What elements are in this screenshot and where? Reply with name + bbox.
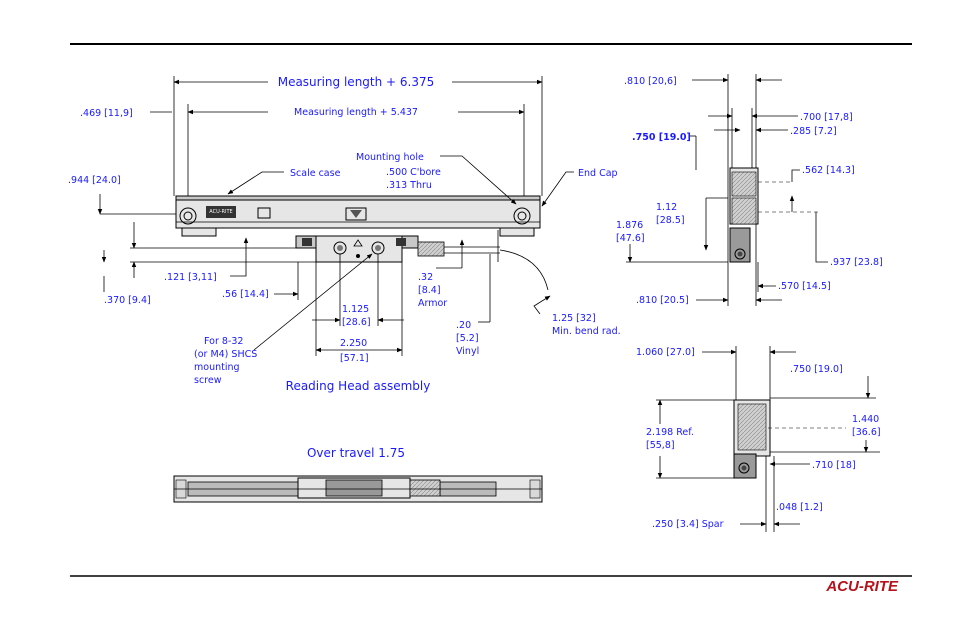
over-travel-view: Over travel 1.75 xyxy=(173,446,543,503)
r112-mm-label: [28.5] xyxy=(656,215,685,226)
armor-label: Armor xyxy=(418,298,447,309)
measuring-length-6375-label: Measuring length + 6.375 xyxy=(278,75,435,89)
dim-32-label: .32 xyxy=(418,272,433,283)
scale-tag-label: ACU-RITE xyxy=(209,209,232,215)
reading-head xyxy=(295,235,549,291)
r700-label: .700 [17,8] xyxy=(800,112,853,123)
min-bend-label: Min. bend rad. xyxy=(552,326,621,337)
dim-370-label: .370 [9.4] xyxy=(104,295,151,306)
dim-944-label: .944 [24.0] xyxy=(68,175,121,186)
r570-label: .570 [14.5] xyxy=(778,281,831,292)
cbore-label: .500 C'bore xyxy=(386,167,441,178)
bend-radius-label: 1.25 [32] xyxy=(552,313,596,324)
r048-label: .048 [1.2] xyxy=(776,502,823,513)
r2198-label: 2.198 Ref. xyxy=(646,427,694,438)
r1060-label: 1.060 [27.0] xyxy=(636,347,695,358)
mounting-hole-label: Mounting hole xyxy=(356,152,424,163)
r937-label: .937 [23.8] xyxy=(830,257,883,268)
measuring-length-5437-label: Measuring length + 5.437 xyxy=(294,107,418,118)
brand-logo: ACU-RITE xyxy=(825,578,899,595)
r250-label: .250 [3.4] Spar xyxy=(652,519,724,530)
end-view-top: .810 [20,6] .700 [17,8] .750 [19.0] .285… xyxy=(616,74,883,306)
screw-note-line3: mounting xyxy=(194,362,240,373)
dim-121-label: .121 [3,11] xyxy=(164,272,217,283)
screw-note-line1: For 8-32 xyxy=(204,336,243,347)
mount-hole-left xyxy=(179,207,197,225)
r112-label: 1.12 xyxy=(656,202,677,213)
thru-label: .313 Thru xyxy=(386,180,432,191)
r1876-mm-label: [47.6] xyxy=(616,233,645,244)
mount-hole-right xyxy=(513,207,531,225)
r562-label: .562 [14.3] xyxy=(802,165,855,176)
r710-label: .710 [18] xyxy=(812,460,856,471)
scale-assembly-view: Measuring length + 6.375 Measuring lengt… xyxy=(68,75,621,393)
dim-56-label: .56 [14.4] xyxy=(222,289,269,300)
end-cap-label: End Cap xyxy=(578,168,618,179)
r750b-label: .750 [19.0] xyxy=(790,364,843,375)
over-travel-label: Over travel 1.75 xyxy=(307,446,405,460)
dim-20-label: .20 xyxy=(456,320,471,331)
dim-1125-mm-label: [28.6] xyxy=(342,317,371,328)
dim-32-mm-label: [8.4] xyxy=(418,285,441,296)
screw-note-line2: (or M4) SHCS xyxy=(194,349,257,360)
r1440-label: 1.440 xyxy=(852,414,879,425)
r810b-label: .810 [20.5] xyxy=(636,295,689,306)
vinyl-label: Vinyl xyxy=(456,346,479,357)
reading-head-title: Reading Head assembly xyxy=(286,379,431,393)
r750a-label: .750 [19.0] xyxy=(632,132,691,143)
r1876-label: 1.876 xyxy=(616,220,643,231)
r1440-mm-label: [36.6] xyxy=(852,427,881,438)
dim-469-label: .469 [11,9] xyxy=(80,108,133,119)
screw-note-line4: screw xyxy=(194,375,222,386)
r810a-label: .810 [20,6] xyxy=(624,76,677,87)
dim-20-mm-label: [5.2] xyxy=(456,333,479,344)
end-view-bottom: 1.060 [27.0] .750 [19.0] 2.198 Ref. [55,… xyxy=(636,346,881,532)
dim-2250-label: 2.250 xyxy=(340,338,367,349)
dim-1125-label: 1.125 xyxy=(342,304,369,315)
r285-label: .285 [7.2] xyxy=(790,126,837,137)
scale-case-label: Scale case xyxy=(290,168,341,179)
dim-2250-mm-label: [57.1] xyxy=(340,353,369,364)
r2198-mm-label: [55,8] xyxy=(646,440,675,451)
